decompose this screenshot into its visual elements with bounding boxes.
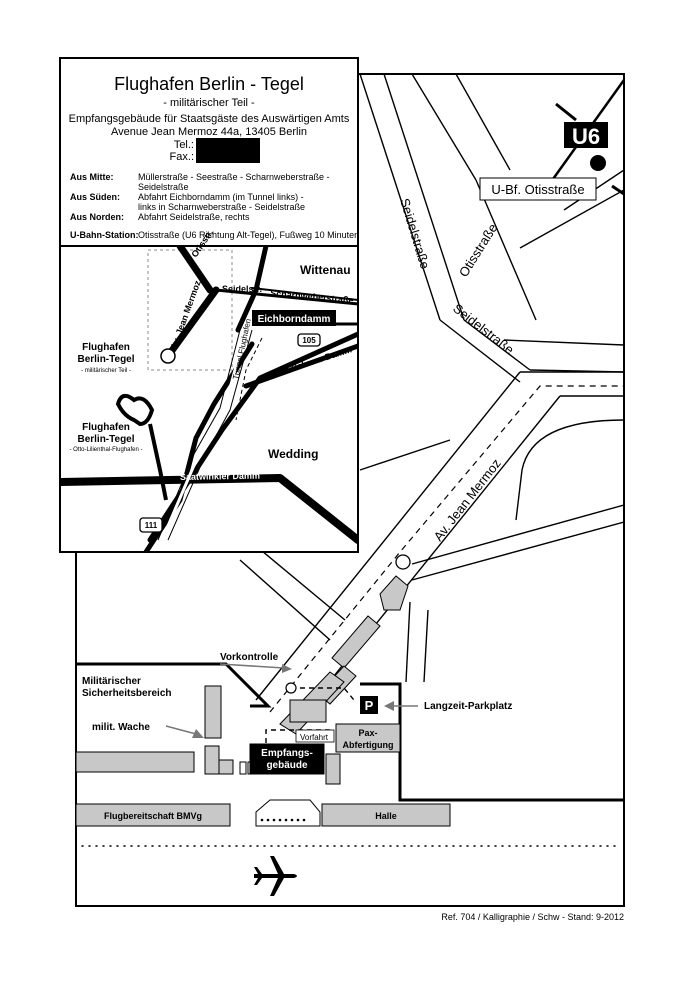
- vorfahrt-box: [295, 729, 335, 743]
- pax-label-1: Pax-: [358, 728, 377, 738]
- military-area-label-2: Sicherheitsbereich: [82, 688, 171, 699]
- direction-line: links in Scharnweberstraße - Seidelstraß…: [138, 202, 305, 212]
- building-block-left: [204, 685, 222, 739]
- bmvg-label: Flugbereitschaft BMVg: [104, 811, 202, 821]
- roundabout-small: [285, 682, 297, 694]
- parking-symbol: P: [365, 698, 374, 713]
- inset-tunnel-outline: [157, 329, 253, 541]
- roundabout: [395, 554, 411, 570]
- wache-label: milit. Wache: [92, 722, 150, 733]
- inset-airport-road: [148, 423, 168, 501]
- inset-civil-airport: [115, 393, 155, 427]
- guard-annex: [218, 759, 234, 775]
- parking-lot: [289, 699, 327, 723]
- inset-tunnel-road: [160, 329, 248, 541]
- inset-route-dash: [235, 337, 263, 421]
- vorkontrolle-callout: Vorkontrolle: [219, 652, 292, 673]
- direction-line: Abfahrt Seidelstraße, rechts: [138, 212, 250, 222]
- empfang-building: [249, 743, 325, 775]
- inset-tegel-civ-2: Berlin-Tegel: [77, 434, 134, 445]
- direction-label: U-Bahn-Station:: [70, 230, 139, 240]
- directions: Aus Mitte: Müllerstraße - Seestraße - Sc…: [70, 172, 359, 240]
- street-lines: [239, 74, 624, 729]
- tel-redaction: [196, 138, 260, 151]
- inset-road-top-right: [235, 246, 269, 333]
- military-guard-house: [204, 745, 220, 775]
- vorfahrt-label: Vorfahrt: [300, 733, 329, 742]
- direction-line: Abfahrt Eichborndamm (im Tunnel links) -: [138, 192, 304, 202]
- inset-tegel-mil-3: - militärischer Teil -: [81, 368, 131, 374]
- route-105: 105: [302, 336, 316, 345]
- inset-seidelstr: Seidelstr.: [222, 284, 262, 294]
- ubf-label: U-Bf. Otisstraße: [491, 182, 584, 197]
- vorkontrolle-label: Vorkontrolle: [220, 652, 279, 663]
- direction-label: Aus Norden:: [70, 212, 124, 222]
- saatwinkler-road: [61, 474, 357, 544]
- address: Avenue Jean Mermoz 44a, 13405 Berlin: [111, 126, 307, 138]
- fax-redaction: [196, 150, 260, 163]
- langzeit-callout: Langzeit-Parkplatz: [384, 701, 512, 712]
- small-building-mid: [325, 753, 341, 785]
- small-gate-1: [239, 761, 247, 775]
- route-dashes: [269, 385, 624, 713]
- hangar: [255, 799, 321, 827]
- route-111: 111: [145, 521, 158, 530]
- inset-wittenau: Wittenau: [300, 263, 351, 277]
- u-bahn-dot-icon: [590, 155, 606, 171]
- hangar-dots: [260, 818, 306, 822]
- route-111-badge: [139, 517, 163, 533]
- footer-reference: Ref. 704 / Kalligraphie / Schw - Stand: …: [441, 912, 624, 922]
- inset-tegel-mil-2: Berlin-Tegel: [77, 354, 134, 365]
- inset-military-airport: [160, 348, 176, 364]
- u6-label: U6: [572, 124, 600, 149]
- otisstr-road: [176, 246, 214, 294]
- direction-label: Aus Süden:: [70, 192, 120, 202]
- mermoz-road: [164, 286, 220, 360]
- kurt-schum-road: [243, 343, 357, 389]
- scharnweber-road: [251, 287, 357, 301]
- inset-saatwinkler: Saatwinkler Damm: [180, 471, 260, 482]
- bmvg-building: [76, 803, 231, 827]
- left-gray-strip: [76, 751, 195, 773]
- military-area-label-1: Militärischer: [82, 676, 141, 687]
- inset-tegel-civ-3: - Otto-Lilienthal-Flughafen -: [69, 447, 142, 453]
- parking-sign-icon: [360, 696, 378, 714]
- langzeit-parkplatz-label: Langzeit-Parkplatz: [424, 701, 512, 712]
- wache-callout: milit. Wache: [92, 722, 204, 738]
- building-name: Empfangsgebäude für Staatsgäste des Ausw…: [69, 113, 350, 125]
- security-boundary: [76, 662, 272, 708]
- direction-line: Otisstraße (U6 Richtung Alt-Tegel), Fußw…: [138, 230, 359, 240]
- direction-label: Aus Mitte:: [70, 172, 114, 182]
- inset-wedding: Wedding: [268, 447, 318, 461]
- pax-label-2: Abfertigung: [343, 740, 394, 750]
- empfang-label-2: gebäude: [266, 760, 308, 771]
- empfang-label-1: Empfangs-: [261, 748, 313, 759]
- tel-label: Tel.:: [174, 139, 194, 151]
- airplane-icon: [254, 856, 297, 896]
- page-title: Flughafen Berlin - Tegel: [114, 74, 304, 94]
- street-curve: [515, 419, 624, 521]
- halle-label: Halle: [375, 811, 397, 821]
- fax-label: Fax.:: [170, 151, 194, 163]
- eichborndamm-badge: [252, 310, 336, 326]
- direction-line: Müllerstraße - Seestraße - Scharnweberst…: [138, 172, 330, 182]
- inset-eichborndamm: Eichborndamm: [258, 314, 331, 325]
- seidelstr-road: [214, 288, 357, 306]
- inset-tegel-civ-1: Flughafen: [82, 422, 130, 433]
- pax-building: [335, 723, 401, 753]
- page-subtitle: - militärischer Teil -: [163, 97, 255, 109]
- u6-badge: [564, 122, 608, 148]
- direction-line: Seidelstraße: [138, 182, 189, 192]
- halle-building: [321, 803, 451, 827]
- ubf-box: [479, 177, 597, 201]
- inset-tegel-mil-1: Flughafen: [82, 342, 130, 353]
- main-map-content: U6 U-Bf. Otisstraße Seidelstraße Otisstr…: [76, 74, 624, 896]
- route-105-badge: [297, 333, 321, 347]
- inset-military-area: [147, 249, 233, 371]
